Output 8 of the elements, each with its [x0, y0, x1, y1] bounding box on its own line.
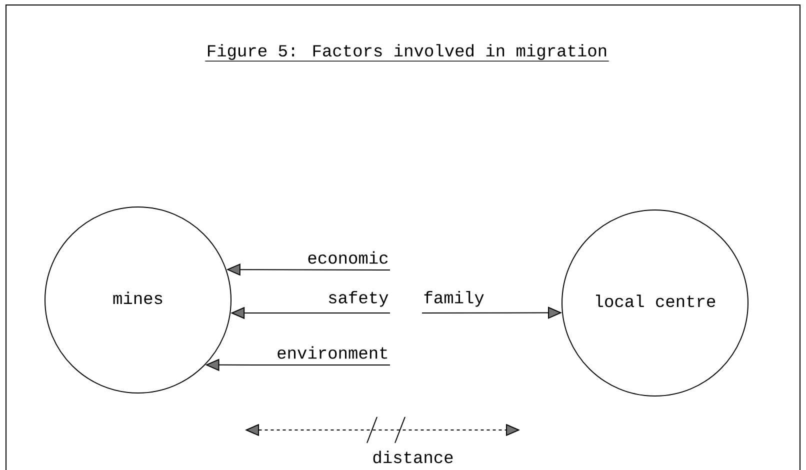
edge-label: economic [306, 250, 390, 265]
edge-label: safety [326, 290, 390, 308]
circle-node: local centre [562, 209, 748, 396]
title: Figure 5: Factors involved in migration [204, 44, 610, 62]
edge-label: family [422, 290, 486, 308]
dimension-label: distance [373, 450, 453, 464]
circle-node: mines [44, 206, 232, 394]
edge-label: environment [276, 345, 390, 360]
